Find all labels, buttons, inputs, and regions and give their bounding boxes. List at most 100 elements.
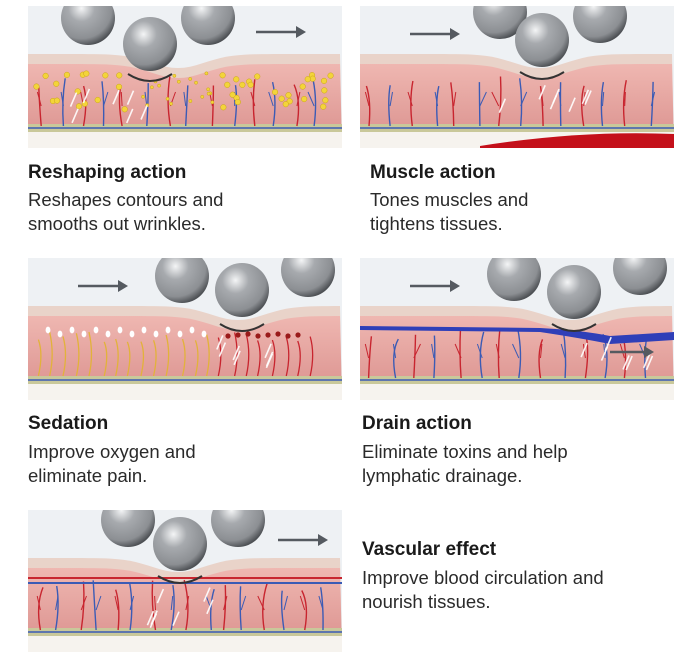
vessel-branch: [92, 580, 97, 631]
vessel-twig: [364, 343, 370, 359]
sedation-illustration: [28, 258, 342, 400]
vessel-twig: [512, 343, 520, 359]
vessel-branch: [519, 78, 523, 127]
vessel-twig: [540, 343, 543, 359]
nerve-fiber: [194, 340, 199, 377]
massage-roller-ball-icon: [281, 258, 335, 297]
energy-flow-arrow-icon: [82, 88, 91, 104]
muscle-illustration: [360, 6, 674, 148]
lymph-vessel: [360, 326, 674, 344]
energy-flow-arrow-icon: [140, 105, 148, 120]
vessel-branch: [209, 588, 215, 631]
fat-cell: [229, 91, 236, 98]
fat-cell: [234, 99, 241, 106]
direction-arrow-head-icon: [450, 28, 460, 40]
massage-roller-ball-icon: [211, 510, 265, 547]
oxygen-bubble: [57, 330, 63, 338]
energy-flow-arrow-icon: [581, 89, 590, 105]
fat-cell: [63, 71, 70, 78]
drain-illustration: [360, 258, 674, 400]
panel-description-reshaping: Reshapes contours and smooths out wrinkl…: [28, 189, 224, 234]
energy-flow-arrow-icon: [206, 599, 214, 615]
fat-cell: [224, 81, 231, 88]
fat-cell: [204, 71, 209, 76]
oxygen-bubble: [45, 326, 51, 334]
nerve-fiber: [256, 340, 261, 377]
nerve-fiber: [181, 338, 186, 377]
fat-cell: [102, 72, 109, 79]
reshaping-illustration: [28, 6, 342, 148]
panel-reshaping: [28, 6, 342, 148]
vessel-twig: [95, 595, 102, 611]
vessel-twig: [413, 343, 421, 359]
vessel-twig: [491, 91, 500, 107]
curved-motion-arrow-icon: [519, 71, 565, 80]
energy-flow-arrow-icon: [146, 610, 155, 626]
massage-roller-ball-icon: [613, 258, 667, 295]
panel-title-drain: Drain action: [362, 413, 472, 434]
energy-flow-arrow-icon: [645, 355, 654, 371]
toxin-particle: [255, 333, 261, 339]
vessel-twig: [205, 595, 212, 611]
fat-cell: [200, 94, 205, 99]
vessel-branch: [478, 82, 481, 127]
oxygen-bubble: [141, 326, 147, 334]
vessel-branch: [183, 579, 189, 631]
energy-flow-arrow-icon: [232, 345, 240, 361]
fat-cell: [194, 80, 198, 85]
vessel-branch: [393, 338, 399, 379]
energy-flow-arrow-icon: [126, 90, 135, 105]
vessel-twig: [476, 343, 483, 359]
energy-flow-arrow-icon: [584, 90, 592, 105]
curved-motion-arrow-icon: [157, 575, 203, 584]
panel-title-muscle: Muscle action: [370, 162, 496, 183]
massage-roller-ball-icon: [215, 263, 269, 317]
toxin-particle: [235, 332, 241, 338]
massage-roller-ball-icon: [155, 258, 209, 303]
fat-cell: [188, 77, 193, 81]
fat-cell: [188, 99, 193, 103]
panel-muscle: [360, 6, 674, 148]
energy-flow-arrow-icon: [600, 346, 609, 361]
panel-title-sedation: Sedation: [28, 413, 109, 434]
oxygen-bubble: [201, 330, 207, 338]
vessel-twig: [114, 595, 119, 611]
energy-flow-arrow-icon: [216, 335, 224, 350]
vessel-twig: [407, 91, 413, 107]
massage-roller-ball-icon: [61, 6, 115, 45]
vessel-twig: [60, 91, 64, 107]
nerve-fiber: [165, 334, 170, 377]
vessel-twig: [431, 343, 435, 359]
lower-tissue: [360, 384, 674, 400]
vessel-branch: [365, 85, 371, 127]
fat-cell: [247, 81, 254, 88]
panel-vascular: [28, 510, 342, 652]
fat-cell: [206, 87, 211, 92]
nerve-fiber: [206, 334, 210, 377]
vessel-branch: [185, 85, 189, 127]
fat-cell: [121, 106, 128, 113]
direction-arrow-head-icon: [318, 534, 328, 546]
fat-cell: [172, 73, 177, 78]
vessel-branch: [516, 327, 522, 379]
massage-roller-ball-icon: [181, 6, 235, 45]
energy-flow-arrow-icon: [265, 353, 274, 369]
direction-arrow-head-icon: [118, 280, 128, 292]
vessel-branch: [498, 76, 502, 127]
vessel-twig: [250, 91, 256, 107]
fat-cell: [321, 87, 328, 94]
fat-cell: [233, 76, 240, 83]
fat-cell: [254, 73, 261, 80]
fat-cell: [83, 70, 90, 77]
vessel-twig: [36, 91, 42, 107]
massage-roller-ball-icon: [573, 6, 627, 43]
vessel-branch: [146, 83, 149, 127]
vessel-twig: [183, 91, 187, 107]
vessel-branch: [239, 586, 242, 631]
vessel-twig: [560, 343, 566, 359]
vessel-twig: [129, 595, 135, 611]
vessel-twig: [520, 91, 528, 107]
vessel-branch: [584, 338, 589, 379]
nerve-fiber: [309, 336, 314, 377]
fat-cell: [271, 89, 279, 96]
